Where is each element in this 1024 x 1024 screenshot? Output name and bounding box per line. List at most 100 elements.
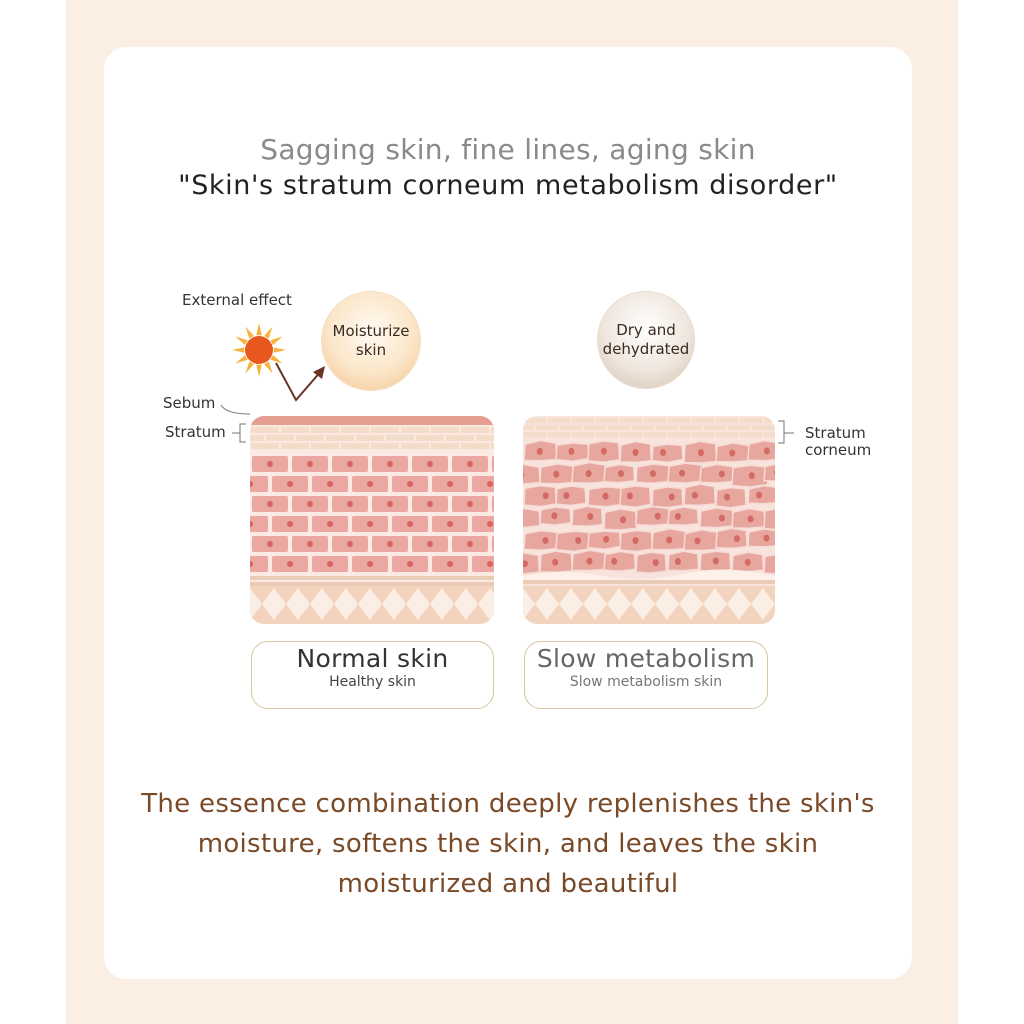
cell-nucleus [542,492,549,500]
cell-nucleus [650,470,657,478]
sun-ray [245,361,254,374]
cell-nucleus [674,513,681,521]
cell-nucleus [250,481,253,487]
cell-nucleus [563,492,570,500]
cell-nucleus [718,470,725,478]
cell-nucleus [674,557,681,565]
sun-ray [235,336,248,345]
stratum-brick [668,432,690,437]
stratum-brick [401,443,429,449]
footer-line: The essence combination deeply replenish… [141,789,875,819]
cell-nucleus [729,449,736,457]
dermis-diamond [382,588,406,620]
skin-cells [250,456,494,572]
stratum-brick [266,435,294,441]
stratum-brick [431,443,459,449]
stratum-brick [548,432,570,437]
cell-nucleus [552,558,559,566]
cell-nucleus [287,561,293,567]
stratum-corneum-line: corneum [805,441,872,459]
cell-nucleus [611,557,618,565]
cell-nucleus [327,561,333,567]
stratum-brick [632,425,654,430]
moisturize-bubble-line: Moisturize [332,322,410,340]
sun-ray [235,355,248,364]
cell-nucleus [287,481,293,487]
cell-nucleus [733,535,740,543]
irregular-cell [747,484,775,505]
sun-ray [232,347,245,353]
skin-cell [250,556,268,572]
irregular-cell [683,529,721,552]
dermis-diamond [607,588,631,620]
irregular-cell [635,551,668,574]
stratum-brick [536,425,558,430]
stratum-brick [491,427,494,433]
cell-nucleus [620,516,627,524]
irregular-cell [683,483,717,507]
stratum-brick [740,418,762,423]
normal-skin-title: Normal skin [296,644,449,673]
irregular-cell [619,485,652,508]
headline: "Skin's stratum corneum metabolism disor… [178,170,838,201]
stratum-brick [716,418,738,423]
stratum-brick [596,418,618,423]
sun-ray [245,326,254,339]
irregular-cell [523,529,561,552]
stratum-brick [371,427,399,433]
dermis-diamond [535,588,559,620]
stratum-brick [281,443,309,449]
sun-ray [264,326,273,339]
stratum-brick [668,418,690,423]
irregular-cell [667,506,700,526]
sun-ray [256,364,262,377]
cell-nucleus [536,447,543,455]
irregular-cell [747,439,775,462]
stratum-brick [251,443,279,449]
irregular-cell [651,443,684,464]
stratum-brick [620,418,642,423]
irregular-cell [715,527,748,550]
cell-nucleus [447,521,453,527]
slow-metabolism-illustration [523,416,775,624]
cell-nucleus [487,521,493,527]
dermis-diamond [631,588,655,620]
dermis-diamond [286,588,310,620]
external-arrow [275,362,323,402]
cell-nucleus [327,481,333,487]
stratum-brick [584,425,606,430]
stratum-brick [461,443,489,449]
external-effect-label: External effect [182,291,292,309]
irregular-cell [635,505,671,527]
dermis-diamond [334,588,358,620]
irregular-cell [555,485,587,507]
cell-nucleus [632,537,639,545]
stratum-brick [491,443,494,449]
cell-nucleus [387,541,393,547]
stratum-brick [608,425,630,430]
stratum-brick [341,427,369,433]
cell-nucleus [427,461,433,467]
footer-line: moisture, softens the skin, and leaves t… [197,829,819,859]
stratum-brick [326,435,354,441]
stratum-brick [386,435,414,441]
stratum-brick [596,432,618,437]
cell-nucleus [347,461,353,467]
subtitle: Sagging skin, fine lines, aging skin [260,133,756,166]
stratum-brick [250,435,264,441]
stratum-brick [692,432,714,437]
cell-nucleus [600,447,607,455]
irregular-cell [555,530,593,553]
cell-nucleus [756,491,763,499]
stratum-brick [356,435,384,441]
cell-nucleus [744,558,751,566]
dermis-layer [250,586,494,624]
dermis-diamond [406,588,430,620]
cell-nucleus [467,541,473,547]
stratum-brick [523,425,534,430]
thick-stratum-layer [523,418,775,437]
stratum-bracket [232,423,246,443]
cell-nucleus [718,514,725,522]
skin-cell [250,516,268,532]
irregular-cell [715,486,747,509]
